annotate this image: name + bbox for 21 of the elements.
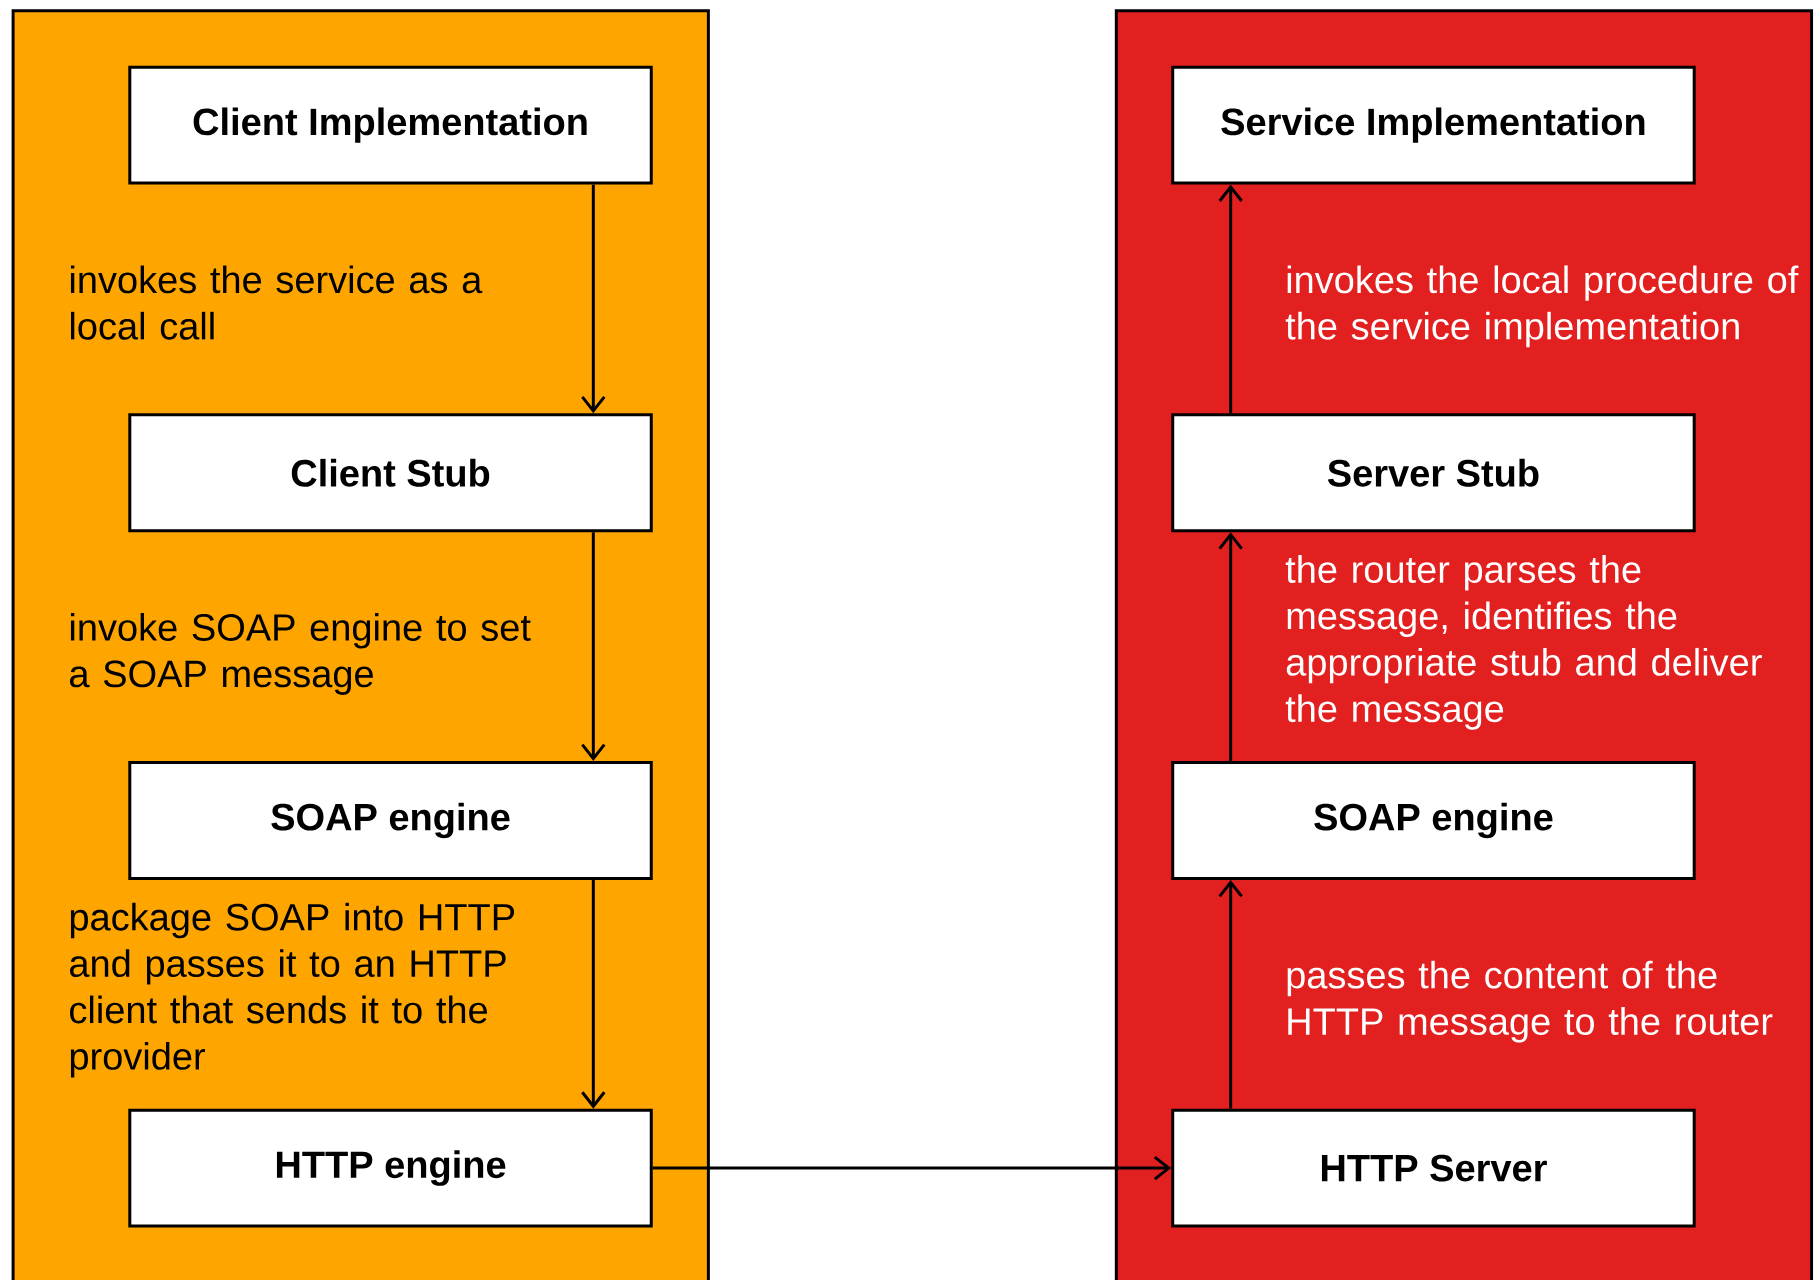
arrow (1218, 184, 1243, 414)
arrow (581, 532, 606, 761)
edge-label: invoke SOAP engine to set a SOAP message (70, 613, 531, 695)
arrow (581, 184, 606, 414)
edge-label: invokes the local procedure of the service implementation (1285, 265, 1799, 348)
process-box: HTTP Server (1171, 1108, 1696, 1228)
process-box: Server Stub (1171, 413, 1696, 533)
process-box: Client Stub (128, 413, 653, 533)
arrow (581, 879, 606, 1109)
arrow (652, 1155, 1172, 1181)
arrow (1218, 532, 1243, 761)
edge-label: the router parses the message, identifies the appropriate stub and deliver the message (1285, 555, 1762, 730)
edge-label: package SOAP into HTTP and passes it to an HTTP client that sends it to the provider (70, 902, 515, 1078)
edge-label: invokes the service as a local call (70, 265, 483, 340)
process-box: SOAP engine (128, 761, 653, 880)
arrow (1218, 879, 1243, 1109)
process-box: HTTP engine (128, 1108, 653, 1228)
process-box: SOAP engine (1171, 761, 1696, 880)
process-box: Service Implementation (1171, 65, 1696, 185)
process-box: Client Implementation (128, 65, 653, 185)
edge-label: passes the content of the HTTP message to the router (1287, 960, 1773, 1043)
